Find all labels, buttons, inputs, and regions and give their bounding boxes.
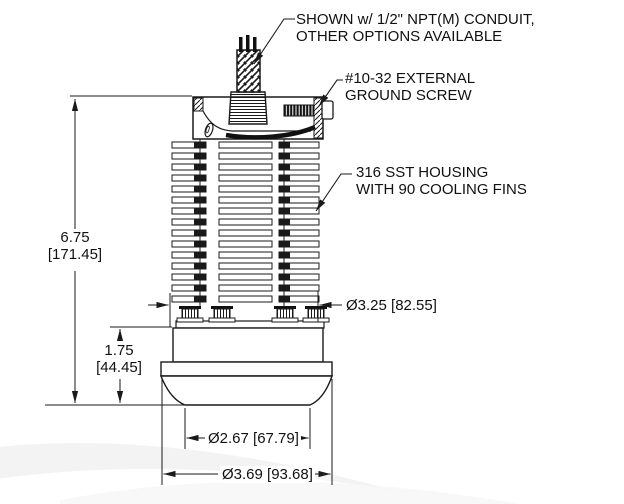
note-conduit-line2: OTHER OPTIONS AVAILABLE (296, 28, 503, 45)
npt-threads (228, 91, 268, 125)
extension-lines (45, 95, 333, 485)
cable (236, 49, 261, 93)
leader-lines (253, 18, 352, 212)
note-housing: 316 SST HOUSING WITH 90 COOLING FINS (356, 164, 527, 198)
dim-overall-height-in: 6.75 (38, 229, 112, 246)
cap-clamp-band (225, 124, 316, 140)
dim-face-diameter: Ø2.67 [67.79] (206, 430, 301, 447)
note-conduit-line1: SHOWN w/ 1/2" NPT(M) CONDUIT, (296, 11, 535, 28)
mounting-bolts (176, 305, 330, 323)
note-housing-line2: WITH 90 COOLING FINS (356, 181, 527, 198)
dim-overall-height-mm: [171.45] (38, 246, 112, 263)
dim-overall-height: 6.75 [171.45] (38, 229, 112, 263)
dim-flange-diameter: Ø3.69 [93.68] (220, 466, 315, 483)
dimension-lines (71, 99, 342, 478)
note-housing-line1: 316 SST HOUSING (356, 164, 489, 181)
dim-lower-height-mm: [44.45] (84, 359, 154, 376)
cap-wall-hatch-left (193, 97, 204, 112)
note-ground-line1: #10-32 EXTERNAL (345, 70, 476, 87)
dim-lower-height: 1.75 [44.45] (84, 342, 154, 376)
lower-housing (159, 320, 333, 406)
ground-screw-shank (283, 104, 315, 117)
ground-screw (283, 100, 334, 120)
wire-leads (239, 35, 257, 52)
background-swoosh-2 (60, 481, 520, 504)
cooling-fins (171, 141, 320, 303)
note-conduit: SHOWN w/ 1/2" NPT(M) CONDUIT, OTHER OPTI… (296, 11, 535, 45)
conduit-assembly (228, 35, 268, 125)
ground-screw-head (321, 100, 334, 120)
leader-ground-screw (318, 79, 343, 107)
flange-ring (160, 361, 333, 377)
background-swoosh (0, 443, 400, 492)
body-cylinder (172, 327, 324, 363)
cap-inner-contour (202, 110, 311, 132)
note-ground-line2: GROUND SCREW (345, 87, 472, 104)
dim-lower-height-in: 1.75 (84, 342, 154, 359)
leader-housing (315, 173, 352, 212)
dim-fin-diameter: Ø3.25 [82.55] (346, 297, 437, 314)
sensing-dome (159, 375, 333, 406)
note-ground-screw: #10-32 EXTERNAL GROUND SCREW (345, 70, 475, 104)
leader-conduit (253, 18, 295, 65)
